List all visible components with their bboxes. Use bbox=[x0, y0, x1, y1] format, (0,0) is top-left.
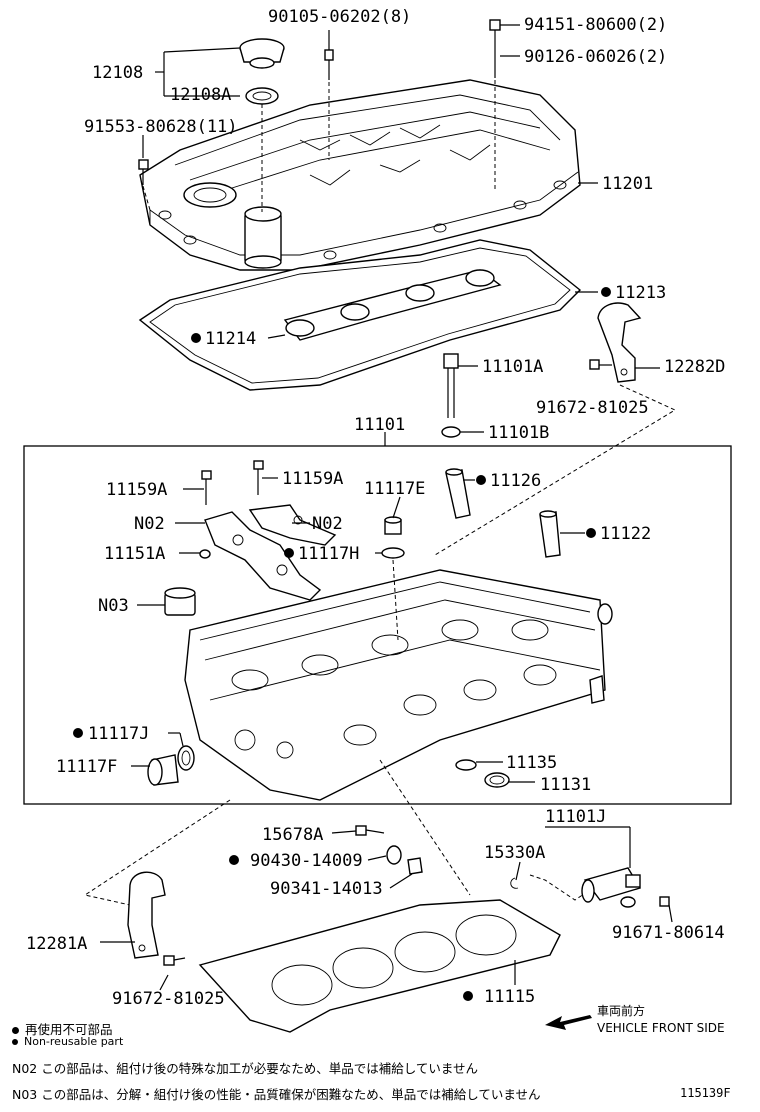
label-11101B: 11101B bbox=[488, 423, 549, 443]
legend-n03-note: N03 この部品は、分解・組付け後の性能・品質確保が困難なため、単品では補給して… bbox=[12, 1087, 541, 1102]
valve-guide-illustration bbox=[445, 468, 561, 558]
label-11101J: 11101J bbox=[545, 807, 606, 827]
label-11122: 11122 bbox=[600, 524, 651, 544]
label-N03: N03 bbox=[98, 596, 129, 616]
plug-and-gasket-illustration bbox=[381, 516, 405, 641]
label-11115: 11115 bbox=[484, 987, 535, 1007]
valve-cover-illustration bbox=[139, 79, 581, 271]
cylinder-head-illustration bbox=[184, 569, 613, 801]
label-12108: 12108 bbox=[92, 63, 143, 83]
cylinder-head-gasket-illustration bbox=[198, 899, 561, 1033]
vehicle-front-jp: 車両前方 bbox=[597, 1003, 645, 1018]
label-N02-left: N02 bbox=[134, 514, 165, 534]
label-11101: 11101 bbox=[354, 415, 405, 435]
seal-ring-large-illustration bbox=[484, 772, 510, 788]
nonreusable-dot-icon bbox=[191, 333, 201, 343]
label-12282D: 12282D bbox=[664, 357, 725, 377]
head-bolt-illustration bbox=[441, 353, 461, 438]
nonreusable-dot-icon bbox=[476, 475, 486, 485]
nonreusable-dot-icon bbox=[229, 855, 239, 865]
label-12281A: 12281A bbox=[26, 934, 87, 954]
engine-hanger-bracket-rear-illustration bbox=[589, 302, 642, 383]
label-91671: 91671-80614 bbox=[612, 923, 725, 943]
oil-control-valve-illustration bbox=[510, 867, 670, 908]
top-bolts-illustration bbox=[138, 19, 501, 185]
label-11159A-left: 11159A bbox=[106, 480, 167, 500]
label-94151: 94151-80600(2) bbox=[524, 15, 667, 35]
legend-nonreusable-jp-text: 再使用不可部品 bbox=[25, 1022, 113, 1037]
legend-nonreusable-en-text: Non-reusable part bbox=[24, 1035, 124, 1048]
label-11117E: 11117E bbox=[364, 479, 425, 499]
nonreusable-dot-icon bbox=[601, 287, 611, 297]
nonreusable-dot-icon bbox=[586, 528, 596, 538]
leader-lines bbox=[100, 24, 673, 991]
label-90430: 90430-14009 bbox=[250, 851, 363, 871]
label-11159A-right: 11159A bbox=[282, 469, 343, 489]
label-91672-rear: 91672-81025 bbox=[536, 398, 649, 418]
legend-nonreusable-en: Non-reusable part bbox=[12, 1035, 123, 1048]
label-11117H: 11117H bbox=[298, 544, 359, 564]
label-N02-right: N02 bbox=[312, 514, 343, 534]
nonreusable-dot-icon bbox=[463, 991, 473, 1001]
label-11213: 11213 bbox=[615, 283, 666, 303]
label-11101A: 11101A bbox=[482, 357, 543, 377]
side-plug-illustration bbox=[147, 745, 195, 786]
label-11126: 11126 bbox=[490, 471, 541, 491]
label-11151A: 11151A bbox=[104, 544, 165, 564]
label-90341: 90341-14013 bbox=[270, 879, 383, 899]
cam-sleeve-illustration bbox=[164, 587, 196, 616]
figure-id: 115139F bbox=[680, 1086, 731, 1100]
nonreusable-dot-icon bbox=[12, 1039, 18, 1045]
cylinder-head-subassembly-box bbox=[23, 445, 732, 805]
label-11135: 11135 bbox=[506, 753, 557, 773]
seal-ring-small-illustration bbox=[455, 759, 477, 771]
label-91553: 91553-80628(11) bbox=[84, 117, 238, 137]
label-11201: 11201 bbox=[602, 174, 653, 194]
vehicle-front-arrow-icon bbox=[545, 1015, 592, 1030]
camshaft-bearing-caps-illustration bbox=[199, 460, 337, 601]
oil-control-bolt-illustration bbox=[355, 825, 423, 875]
oil-filler-cap-illustration bbox=[239, 38, 285, 105]
label-12108A: 12108A bbox=[170, 85, 231, 105]
label-91672-front: 91672-81025 bbox=[112, 989, 225, 1009]
label-11214: 11214 bbox=[205, 329, 256, 349]
plug-seal-gasket-illustration bbox=[283, 269, 502, 341]
engine-hanger-bracket-front-illustration bbox=[127, 871, 186, 966]
label-11131: 11131 bbox=[540, 775, 591, 795]
label-15678A: 15678A bbox=[262, 825, 323, 845]
label-90126: 90126-06026(2) bbox=[524, 47, 667, 67]
legend-n02-note: N02 この部品は、組付け後の特殊な加工が必要なため、単品では補給していません bbox=[12, 1061, 478, 1076]
label-11117J: 11117J bbox=[88, 724, 149, 744]
nonreusable-dot-icon bbox=[284, 548, 294, 558]
label-15330A: 15330A bbox=[484, 843, 545, 863]
nonreusable-dot-icon bbox=[12, 1027, 19, 1034]
nonreusable-dot-icon bbox=[73, 728, 83, 738]
vehicle-front-en: VEHICLE FRONT SIDE bbox=[597, 1021, 725, 1035]
label-90105: 90105-06202(8) bbox=[268, 7, 411, 27]
legend-nonreusable-jp: 再使用不可部品 bbox=[12, 1019, 113, 1038]
label-11117F: 11117F bbox=[56, 757, 117, 777]
